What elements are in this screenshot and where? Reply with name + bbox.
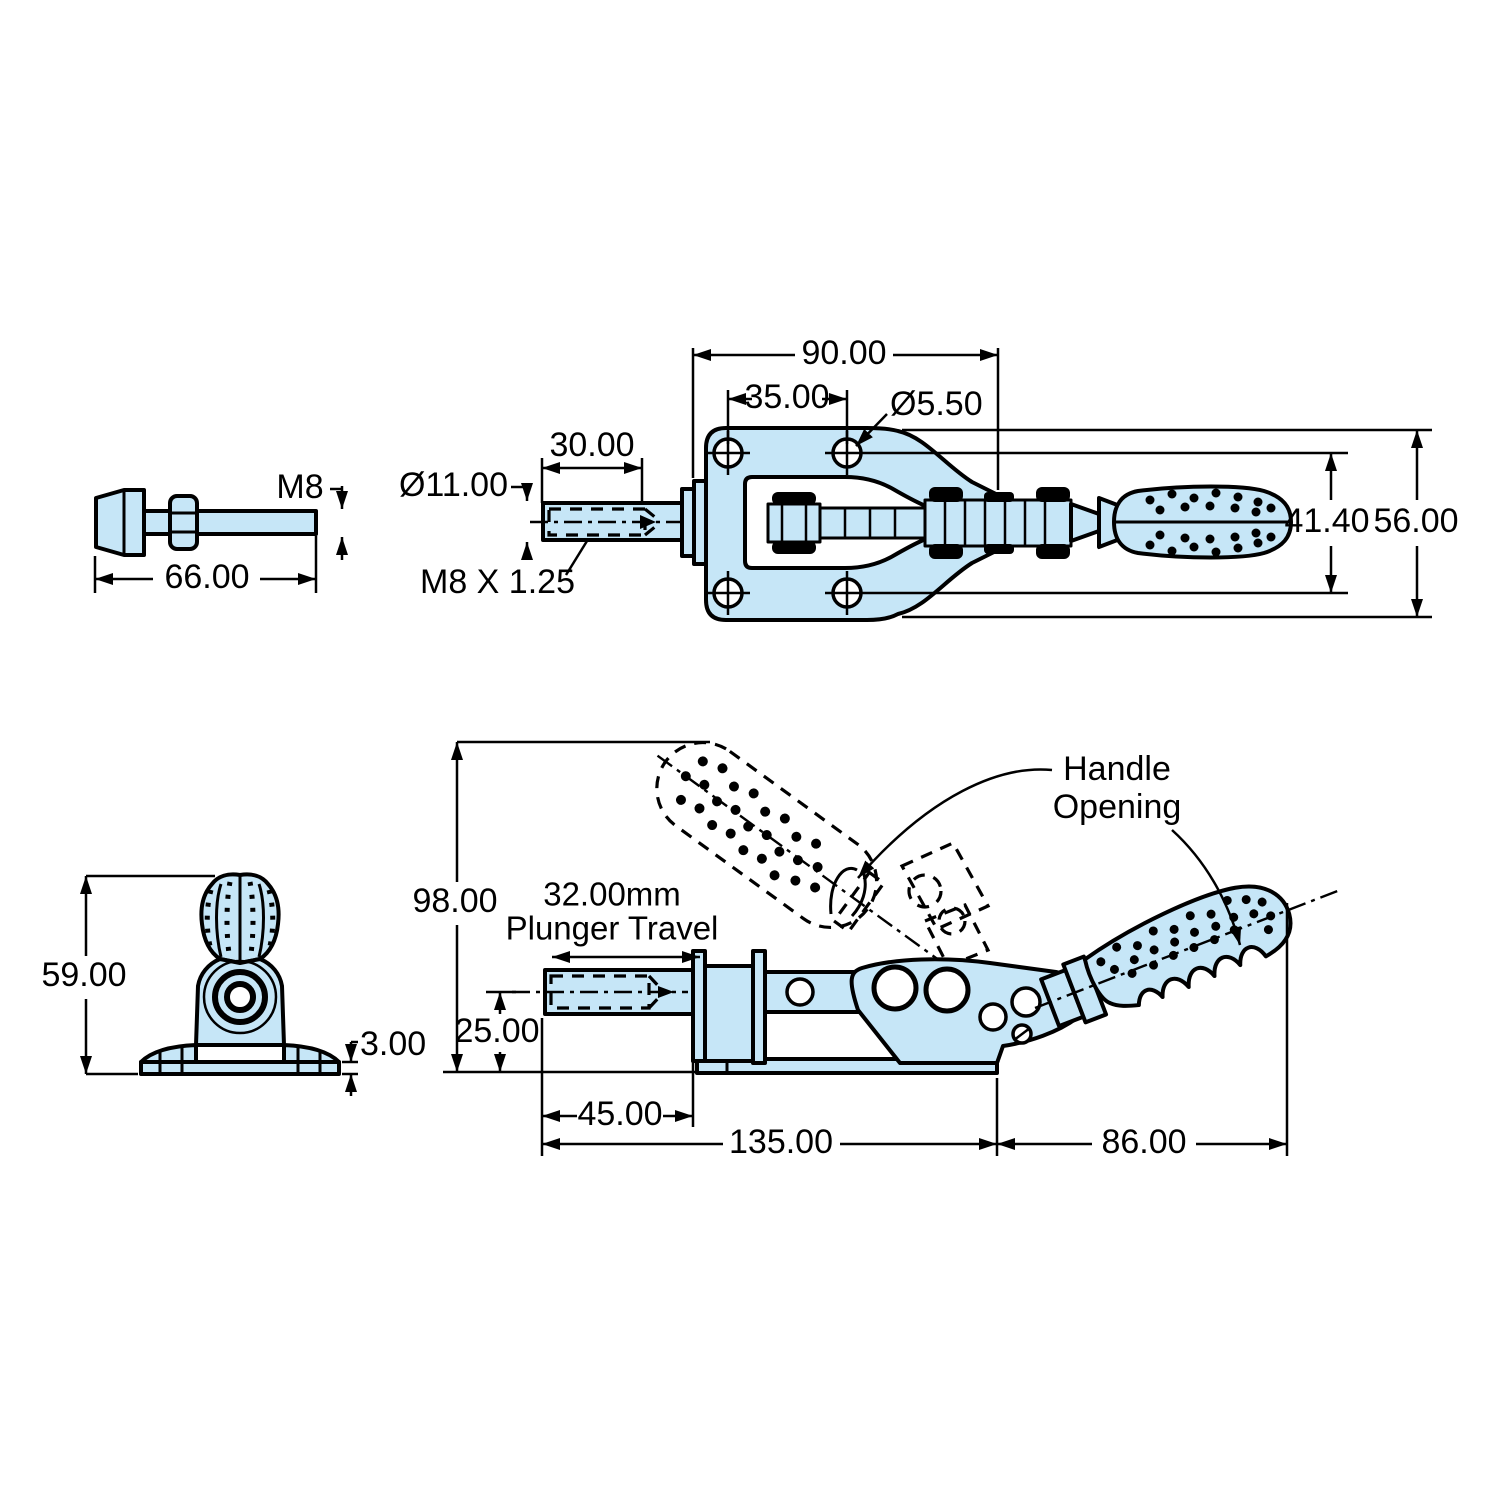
spindle-length-label: 66.00 — [164, 558, 249, 596]
dim-56-label: 56.00 — [1373, 502, 1458, 540]
dim-45-label: 45.00 — [577, 1095, 662, 1133]
spindle-bumper-head — [94, 488, 146, 557]
handle-grip-side — [1082, 884, 1293, 1008]
dim-25-label: 25.00 — [454, 1012, 539, 1050]
dim-hole-dia-label: Ø5.50 — [890, 385, 983, 423]
handle-opening-callout-line1: Handle — [1063, 750, 1171, 788]
dim-90-label: 90.00 — [801, 334, 886, 372]
end-view: 59.00 3.00 — [41, 872, 426, 1096]
handle-closed-position — [1039, 884, 1293, 1029]
handle-opening-callout-line2: Opening — [1053, 788, 1182, 826]
clevis-link — [766, 502, 822, 544]
bushing-block — [703, 964, 755, 1063]
dim-3-label: 3.00 — [360, 1025, 426, 1063]
dim-59-label: 59.00 — [41, 956, 126, 994]
toggle-stack — [923, 498, 1073, 548]
plunger-travel-label: Plunger Travel — [506, 910, 719, 947]
dim-135-label: 135.00 — [729, 1123, 833, 1161]
dim-plunger-dia-label: Ø11.00 — [399, 466, 508, 504]
pivot-pin — [224, 981, 256, 1013]
spindle-hex-nut — [168, 494, 199, 551]
spindle-view: M8 66.00 — [93, 468, 348, 596]
dim-30-label: 30.00 — [549, 426, 634, 464]
grip-dots-top — [1145, 488, 1276, 557]
dim-86-label: 86.00 — [1101, 1123, 1186, 1161]
dim-98-label: 98.00 — [412, 882, 497, 920]
handle-open-position — [655, 740, 946, 966]
top-view: 90.00 35.00 Ø5.50 30.00 Ø11.00 M8 X 1.25… — [399, 334, 1459, 622]
plunger-travel-value: 32.00mm — [543, 876, 681, 913]
base-plate-end — [139, 1060, 341, 1076]
side-view: Handle Opening 98.00 32.00mm Plunger Tra… — [412, 740, 1341, 1161]
dim-thread-spec-label: M8 X 1.25 — [420, 563, 575, 601]
handle-neck-top — [1069, 502, 1101, 543]
dim-4140-label: 41.40 — [1284, 502, 1369, 540]
spindle-thread-label: M8 — [276, 468, 323, 506]
pivot-hole — [923, 966, 971, 1014]
dim-35-label: 35.00 — [744, 378, 829, 416]
spindle-shaft — [195, 509, 318, 536]
toggle-link-open — [899, 840, 991, 932]
